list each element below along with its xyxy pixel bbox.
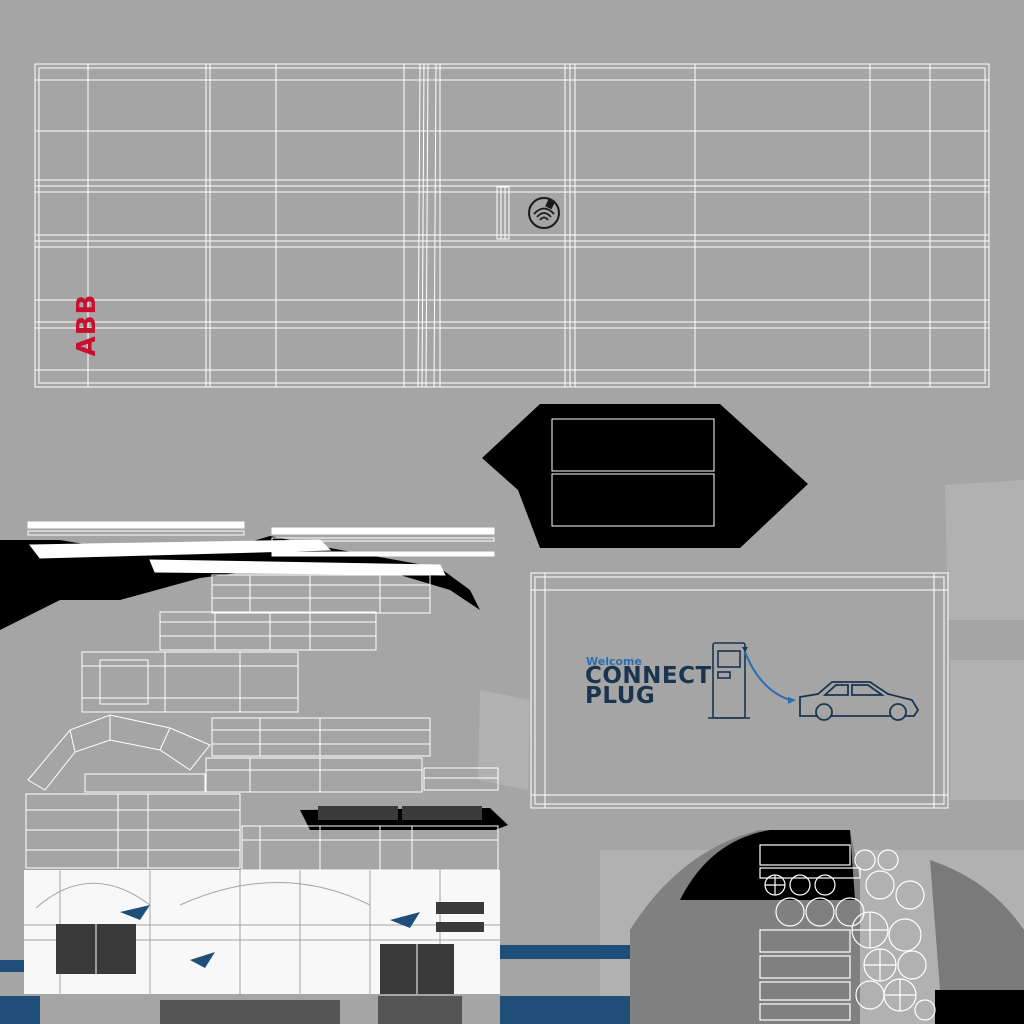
screen-panel-wireframe [530,572,949,809]
dark-slats [318,806,482,820]
front-panel-wireframe [34,63,990,388]
abb-logo: ABB [72,293,102,357]
plug-arrow-icon [788,697,796,704]
ev-charger-icon [708,642,750,719]
display-housing [482,404,808,548]
charging-cable-icon [744,651,791,701]
car-icon [799,681,920,721]
welcome-label: Welcome [586,655,642,668]
left-parts-wireframe [25,521,499,871]
connect-title: CONNECT [585,663,712,689]
plug-title: PLUG [585,683,656,709]
lower-dense-wireframe [24,870,500,994]
wheel-parts-wireframe [759,844,936,1021]
nfc-card-reader-icon [528,197,560,229]
